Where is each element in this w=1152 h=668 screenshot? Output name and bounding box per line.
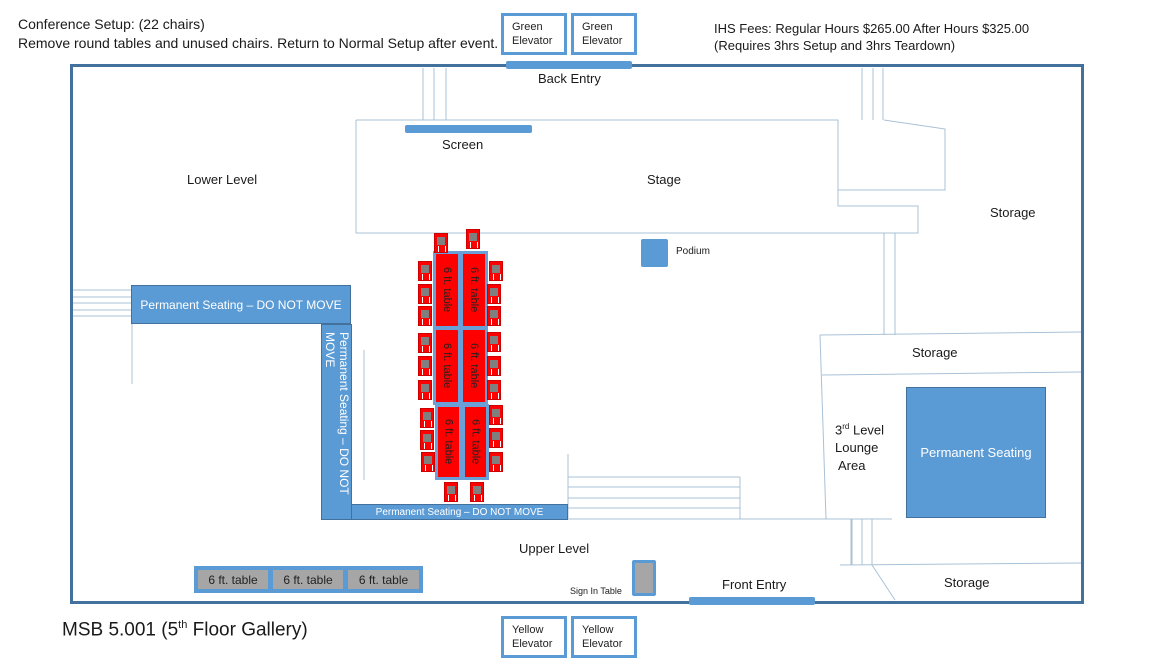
permanent-seating-vertical: Permanent Seating – DO NOT MOVE bbox=[321, 324, 352, 520]
elevator-label: Green bbox=[582, 21, 613, 33]
table-label: 6 ft. table bbox=[283, 572, 333, 587]
lounge-area-label: 3rd Level Lounge Area bbox=[835, 418, 884, 475]
room-title-superscript: th bbox=[178, 619, 188, 631]
chair-icon bbox=[487, 356, 501, 376]
conference-table: 6 ft. table bbox=[433, 327, 461, 405]
conference-table: 6 ft. table bbox=[433, 251, 461, 329]
lounge-line2: Lounge bbox=[835, 440, 879, 456]
spare-table: 6 ft. table bbox=[270, 567, 346, 592]
elevator-label: Elevator bbox=[582, 35, 623, 47]
elevator-label: Elevator bbox=[512, 638, 553, 650]
table-label: 6 ft. table bbox=[208, 572, 258, 587]
setup-note-line2: Remove round tables and unused chairs. R… bbox=[18, 35, 499, 51]
chair-icon bbox=[418, 284, 432, 304]
chair-icon bbox=[420, 430, 434, 450]
chair-icon bbox=[418, 306, 432, 326]
yellow-elevator-2: Yellow Elevator bbox=[571, 616, 637, 658]
lower-level-label: Lower Level bbox=[187, 172, 258, 187]
front-entry-label: Front Entry bbox=[722, 577, 787, 592]
table-label: 6 ft. table bbox=[469, 419, 482, 465]
elevator-label: Yellow bbox=[512, 624, 544, 636]
chair-icon bbox=[489, 452, 503, 472]
table-label: 6 ft. table bbox=[441, 343, 453, 389]
elevator-label: Yellow bbox=[582, 624, 614, 636]
screen-label: Screen bbox=[442, 137, 484, 152]
lounge-number: 3 bbox=[835, 422, 843, 438]
stage-label: Stage bbox=[647, 172, 681, 187]
podium-label: Podium bbox=[676, 246, 710, 257]
spare-table: 6 ft. table bbox=[195, 567, 271, 592]
back-entry-label: Back Entry bbox=[538, 71, 601, 86]
table-label: 6 ft. table bbox=[441, 267, 453, 313]
chair-icon bbox=[421, 452, 435, 472]
storage-label-bottom: Storage bbox=[944, 575, 990, 590]
conference-table: 6 ft. table bbox=[460, 327, 488, 405]
conference-table: 6 ft. table bbox=[435, 404, 462, 480]
chair-icon bbox=[487, 306, 501, 326]
room-title-rest: Floor Gallery) bbox=[187, 619, 308, 641]
green-elevator-2: Green Elevator bbox=[571, 13, 637, 55]
table-label: 6 ft. table bbox=[468, 343, 480, 389]
spare-table: 6 ft. table bbox=[345, 567, 422, 592]
chair-icon bbox=[466, 229, 480, 249]
permanent-seating-square: Permanent Seating bbox=[906, 387, 1046, 518]
lounge-line3: Area bbox=[838, 458, 866, 474]
storage-label-top-right: Storage bbox=[990, 205, 1036, 220]
chair-icon bbox=[489, 428, 503, 448]
chair-icon bbox=[470, 482, 484, 502]
upper-level-label: Upper Level bbox=[519, 541, 590, 556]
room-title-main: MSB 5.001 (5 bbox=[62, 619, 179, 641]
elevator-label: Green bbox=[512, 21, 543, 33]
podium bbox=[641, 239, 668, 267]
conference-table: 6 ft. table bbox=[462, 404, 489, 480]
fees-note-line2: (Requires 3hrs Setup and 3hrs Teardown) bbox=[714, 38, 956, 53]
permanent-seating-label: Permanent Seating – DO NOT MOVE bbox=[140, 297, 342, 312]
storage-label-middle: Storage bbox=[912, 345, 958, 360]
front-entry-door bbox=[689, 597, 815, 605]
chair-icon bbox=[487, 332, 501, 352]
chair-icon bbox=[487, 380, 501, 400]
green-elevator-1: Green Elevator bbox=[501, 13, 567, 55]
chair-icon bbox=[434, 233, 448, 253]
yellow-elevator-1: Yellow Elevator bbox=[501, 616, 567, 658]
table-label: 6 ft. table bbox=[442, 419, 455, 465]
chair-icon bbox=[487, 284, 501, 304]
elevator-label: Elevator bbox=[582, 638, 623, 650]
lounge-superscript: rd bbox=[842, 422, 850, 431]
table-label: 6 ft. table bbox=[468, 267, 480, 313]
chair-icon bbox=[420, 408, 434, 428]
room-title: MSB 5.001 (5th Floor Gallery) bbox=[62, 619, 308, 641]
conference-table: 6 ft. table bbox=[460, 251, 488, 329]
fees-note-line1: IHS Fees: Regular Hours $265.00 After Ho… bbox=[714, 21, 1030, 36]
screen bbox=[405, 125, 532, 133]
chair-icon bbox=[489, 405, 503, 425]
chair-icon bbox=[418, 380, 432, 400]
chair-icon bbox=[444, 482, 458, 502]
setup-note-line1: Conference Setup: (22 chairs) bbox=[18, 16, 205, 32]
permanent-seating-label: Permanent Seating – DO NOT MOVE bbox=[375, 506, 544, 518]
sign-in-table-label: Sign In Table bbox=[570, 586, 622, 596]
chair-icon bbox=[418, 261, 432, 281]
chair-icon bbox=[418, 356, 432, 376]
table-label: 6 ft. table bbox=[358, 572, 409, 587]
permanent-seating-bottom: Permanent Seating – DO NOT MOVE bbox=[351, 504, 568, 520]
back-entry-door bbox=[506, 61, 632, 69]
chair-icon bbox=[418, 333, 432, 353]
lounge-level-text: Level bbox=[849, 422, 885, 438]
elevator-label: Elevator bbox=[512, 35, 553, 47]
permanent-seating-label: Permanent Seating bbox=[920, 445, 1032, 460]
chair-icon bbox=[489, 261, 503, 281]
permanent-seating-horizontal: Permanent Seating – DO NOT MOVE bbox=[131, 285, 351, 324]
sign-in-table bbox=[632, 560, 656, 596]
permanent-seating-label: Permanent Seating – DO NOT MOVE bbox=[323, 332, 351, 495]
